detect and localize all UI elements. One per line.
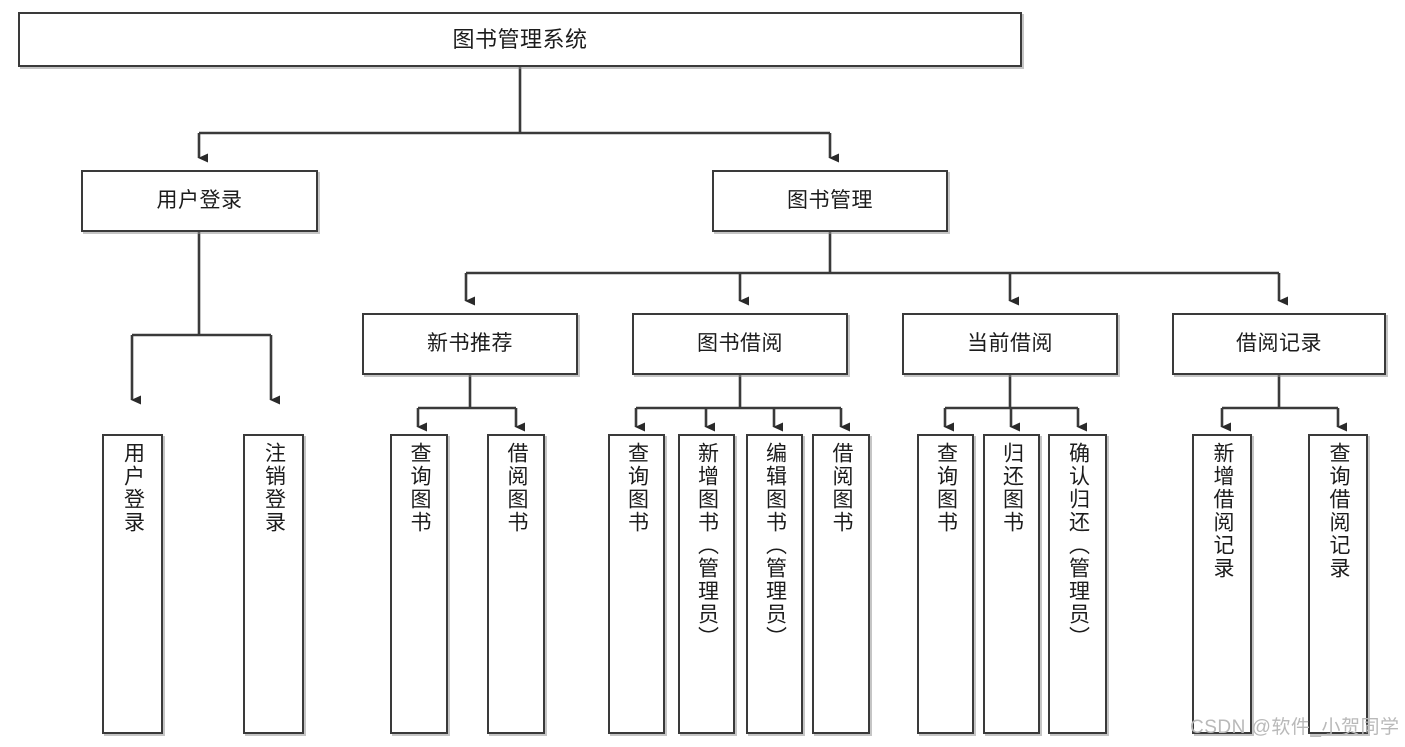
node-label: 新增图书（管理员） bbox=[695, 442, 719, 649]
node-label: 查询图书 bbox=[625, 442, 649, 534]
node-root-system[interactable]: 图书管理系统 bbox=[18, 12, 1022, 67]
node-label: 编辑图书（管理员） bbox=[763, 442, 787, 649]
node-label: 借阅图书 bbox=[505, 442, 529, 534]
leaf-borrow-query-book[interactable]: 查询图书 bbox=[608, 434, 665, 734]
node-label: 借阅图书 bbox=[830, 442, 854, 534]
node-label: 查询图书 bbox=[934, 442, 958, 534]
node-label: 当前借阅 bbox=[967, 331, 1053, 355]
node-current-borrow[interactable]: 当前借阅 bbox=[902, 313, 1118, 375]
node-label: 用户登录 bbox=[121, 442, 145, 534]
leaf-current-query-book[interactable]: 查询图书 bbox=[917, 434, 974, 734]
node-label: 注销登录 bbox=[262, 442, 286, 534]
leaf-recommend-borrow-book[interactable]: 借阅图书 bbox=[487, 434, 545, 734]
node-label: 归还图书 bbox=[1000, 442, 1024, 534]
leaf-recommend-query-book[interactable]: 查询图书 bbox=[390, 434, 448, 734]
node-new-book-recommend[interactable]: 新书推荐 bbox=[362, 313, 578, 375]
node-label: 新书推荐 bbox=[427, 331, 513, 355]
node-label: 用户登录 bbox=[156, 188, 243, 212]
leaf-record-query-record[interactable]: 查询借阅记录 bbox=[1308, 434, 1368, 734]
node-label: 图书管理 bbox=[787, 188, 873, 212]
leaf-logout[interactable]: 注销登录 bbox=[243, 434, 304, 734]
leaf-borrow-borrow-book[interactable]: 借阅图书 bbox=[812, 434, 870, 734]
node-label: 确认归还（管理员） bbox=[1066, 442, 1090, 649]
csdn-watermark: CSDN @软件_小贺同学 bbox=[1190, 717, 1400, 738]
leaf-borrow-add-book-admin[interactable]: 新增图书（管理员） bbox=[678, 434, 735, 734]
leaf-current-confirm-return-admin[interactable]: 确认归还（管理员） bbox=[1048, 434, 1107, 734]
leaf-record-add-record[interactable]: 新增借阅记录 bbox=[1192, 434, 1252, 734]
leaf-user-login[interactable]: 用户登录 bbox=[102, 434, 163, 734]
node-label: 图书借阅 bbox=[697, 331, 783, 355]
node-label: 新增借阅记录 bbox=[1211, 442, 1235, 580]
leaf-current-return-book[interactable]: 归还图书 bbox=[983, 434, 1040, 734]
node-book-borrow[interactable]: 图书借阅 bbox=[632, 313, 848, 375]
node-borrow-record[interactable]: 借阅记录 bbox=[1172, 313, 1386, 375]
node-user-login[interactable]: 用户登录 bbox=[81, 170, 318, 232]
node-book-management[interactable]: 图书管理 bbox=[712, 170, 948, 232]
leaf-borrow-edit-book-admin[interactable]: 编辑图书（管理员） bbox=[746, 434, 803, 734]
node-label: 借阅记录 bbox=[1236, 331, 1322, 355]
node-label: 查询借阅记录 bbox=[1327, 442, 1351, 580]
node-label: 查询图书 bbox=[408, 442, 432, 534]
node-label: 图书管理系统 bbox=[452, 26, 588, 52]
